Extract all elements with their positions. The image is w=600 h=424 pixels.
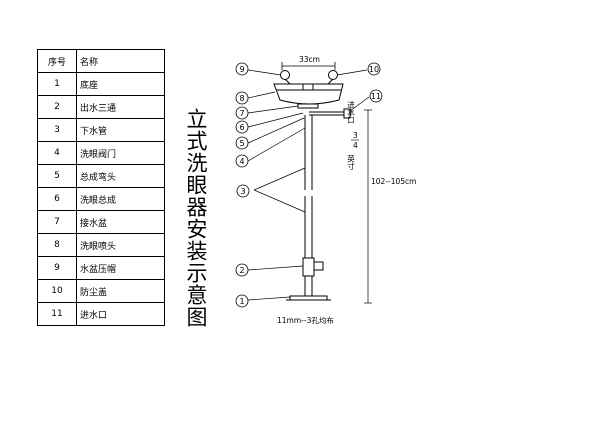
callout-number: 1 [239,297,244,306]
pipe [286,115,331,301]
callout-number: 6 [239,123,244,132]
width-label: 33cm [299,55,320,64]
callout-number: 3 [240,187,245,196]
row-name: 洗眼喷头 [76,233,165,257]
callout-number: 2 [239,266,244,275]
row-name: 洗眼总成 [76,187,165,211]
row-name: 接水盆 [76,210,165,234]
height-label: 102--105cm [371,177,416,186]
callout-circle [235,62,249,76]
row-no: 10 [37,279,77,303]
leader-lines [247,69,370,301]
inlet-fraction-den: 4 [353,141,358,150]
row-name: 防尘盖 [76,279,165,303]
inlet-label: 进水口 [346,101,355,124]
callout-circle [236,184,250,198]
callout-circle [235,294,249,308]
callout-number: 5 [239,139,244,148]
row-no: 2 [37,95,77,119]
base-holes-label: 11mm--3孔均布 [277,315,334,325]
diagram-title: 立式洗眼器安装示意图 [184,108,208,328]
callout-circle [369,89,383,103]
width-dimension [281,62,336,70]
callout-circle [367,62,381,76]
row-name: 出水三通 [76,95,165,119]
callout-circle [235,154,249,168]
callout-circle [235,263,249,277]
header-no: 序号 [37,49,77,73]
callout-number: 7 [239,109,244,118]
row-name: 洗眼阀门 [76,141,165,165]
inlet-fraction-num: 3 [353,131,358,140]
callout-circle [235,120,249,134]
callout-number: 11 [371,92,381,101]
callout-circle [235,136,249,150]
height-dimension [364,109,372,304]
inlet-spec: 进水口 3 4 英寸 [346,101,359,171]
callout-number: 8 [239,94,244,103]
row-name: 水盆压帽 [76,256,165,280]
callout-number: 10 [369,65,379,74]
inlet-unit: 英寸 [346,154,355,171]
row-no: 6 [37,187,77,211]
callout-number: 9 [239,65,244,74]
eyewash-bowl [273,70,351,119]
row-no: 8 [37,233,77,257]
row-name: 进水口 [76,302,165,326]
callout-number: 4 [239,157,244,166]
callout-circle [235,91,249,105]
callout-circle [235,106,249,120]
